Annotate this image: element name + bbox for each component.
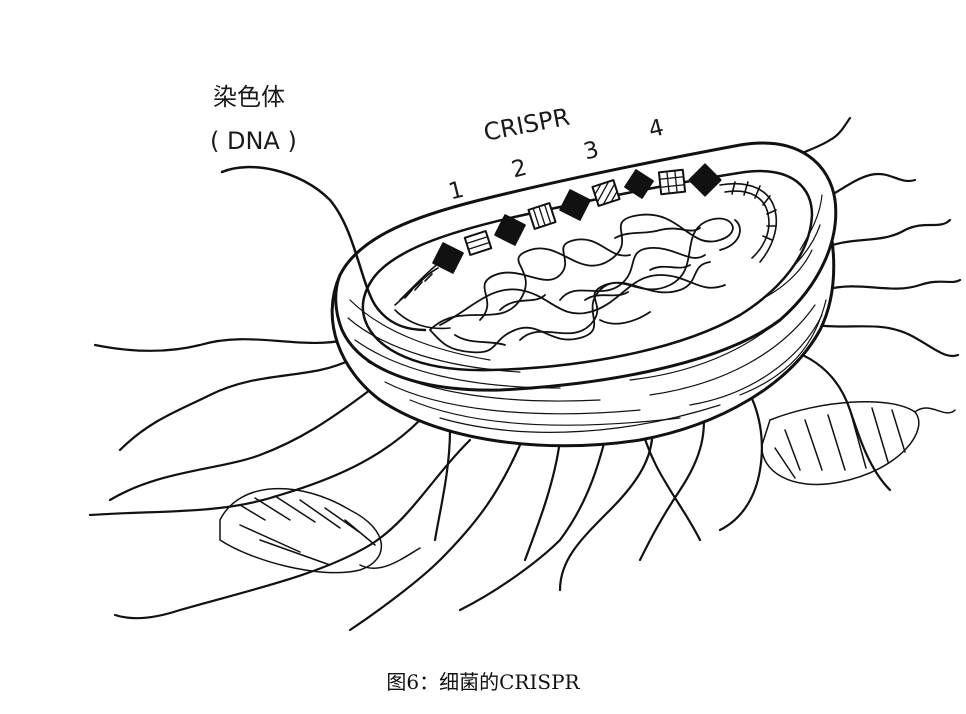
dna-helix-strand <box>394 181 778 330</box>
figure-caption: 图6：细菌的CRISPR <box>386 670 580 694</box>
bacterium-crispr-illustration <box>88 116 962 632</box>
dna-label: ( DNA ) <box>210 127 297 155</box>
crispr-repeat-5 <box>688 163 722 197</box>
chromosome-label: 染色体 <box>213 83 285 111</box>
crispr-array <box>432 163 722 274</box>
crispr-repeat-2 <box>494 214 526 246</box>
crispr-repeat-4 <box>624 169 654 199</box>
chromosome-pointer-line <box>220 165 427 332</box>
crispr-spacer-1 <box>463 230 493 256</box>
crispr-spacer-2 <box>527 202 557 230</box>
background-bacterium-right <box>761 400 956 486</box>
crispr-repeat-3 <box>559 189 591 221</box>
crispr-spacer-4 <box>657 168 687 196</box>
crispr-repeat-1 <box>432 242 464 274</box>
bacterium-body <box>330 141 838 448</box>
crispr-spacer-3 <box>591 179 621 207</box>
background-bacterium-left <box>219 487 421 574</box>
chromosome-dna <box>429 213 741 354</box>
